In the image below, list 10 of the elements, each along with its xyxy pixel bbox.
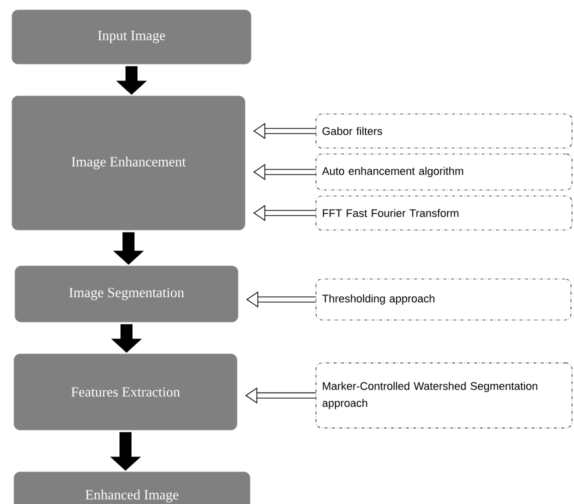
method-box: FFT Fast Fourier Transform [316,196,572,230]
process-box: Enhanced Image [14,472,250,504]
method-box: Gabor filters [316,114,572,148]
method-box: Auto enhancement algorithm [316,154,572,190]
process-box: Features Extraction [14,354,238,430]
process-box: Input Image [12,10,252,64]
method-box: Marker-Controlled Watershed Segmentation approach [316,362,572,428]
process-box: Image Enhancement [12,96,246,230]
method-box: Thresholding approach [316,278,572,320]
process-box: Image Segmentation [14,266,238,322]
